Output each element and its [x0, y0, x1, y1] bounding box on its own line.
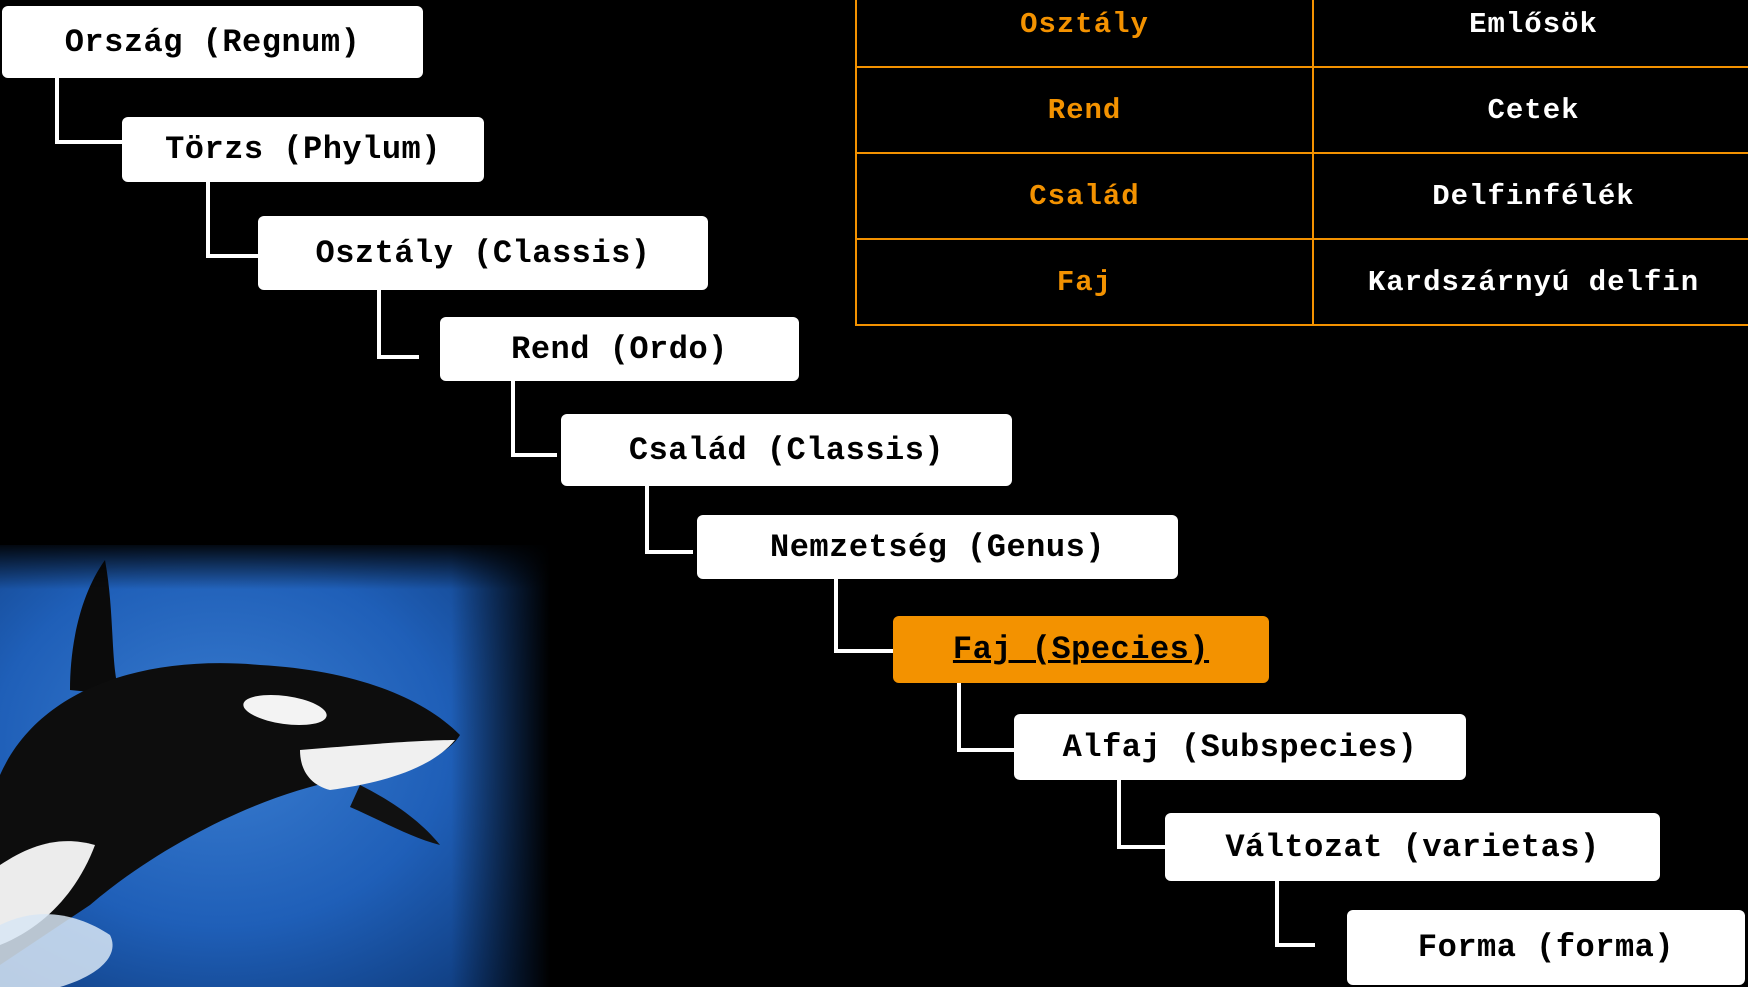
- table-row: Család Delfinfélék: [855, 152, 1748, 240]
- connector-line: [834, 575, 894, 653]
- classification-table: Osztály Emlősök Rend Cetek Család Delfin…: [855, 0, 1748, 326]
- table-rank-cell: Faj: [855, 238, 1314, 326]
- table-row: Osztály Emlősök: [855, 0, 1748, 68]
- rank-forma: Forma (forma): [1347, 910, 1745, 985]
- connector-line: [1117, 773, 1167, 849]
- orca-photo: [0, 545, 550, 987]
- rank-varietas: Változat (varietas): [1165, 813, 1660, 881]
- table-value-cell: Emlősök: [1312, 0, 1748, 68]
- rank-species: Faj (Species): [893, 616, 1269, 683]
- rank-genus: Nemzetség (Genus): [697, 515, 1178, 579]
- rank-familia: Család (Classis): [561, 414, 1012, 486]
- table-value-cell: Delfinfélék: [1312, 152, 1748, 240]
- connector-line: [511, 381, 557, 457]
- rank-phylum: Törzs (Phylum): [122, 117, 484, 182]
- rank-regnum: Ország (Regnum): [2, 6, 423, 78]
- table-value-cell: Kardszárnyú delfin: [1312, 238, 1748, 326]
- table-row: Rend Cetek: [855, 66, 1748, 154]
- table-rank-cell: Család: [855, 152, 1314, 240]
- rank-ordo: Rend (Ordo): [440, 317, 799, 381]
- connector-line: [377, 283, 419, 359]
- rank-classis: Osztály (Classis): [258, 216, 708, 290]
- table-rank-cell: Osztály: [855, 0, 1314, 68]
- table-row: Faj Kardszárnyú delfin: [855, 238, 1748, 326]
- connector-line: [206, 180, 260, 258]
- rank-subspecies: Alfaj (Subspecies): [1014, 714, 1466, 780]
- table-value-cell: Cetek: [1312, 66, 1748, 154]
- connector-line: [55, 78, 123, 144]
- connector-line: [957, 675, 1014, 752]
- connector-line: [1275, 870, 1315, 947]
- connector-line: [645, 478, 693, 554]
- table-rank-cell: Rend: [855, 66, 1314, 154]
